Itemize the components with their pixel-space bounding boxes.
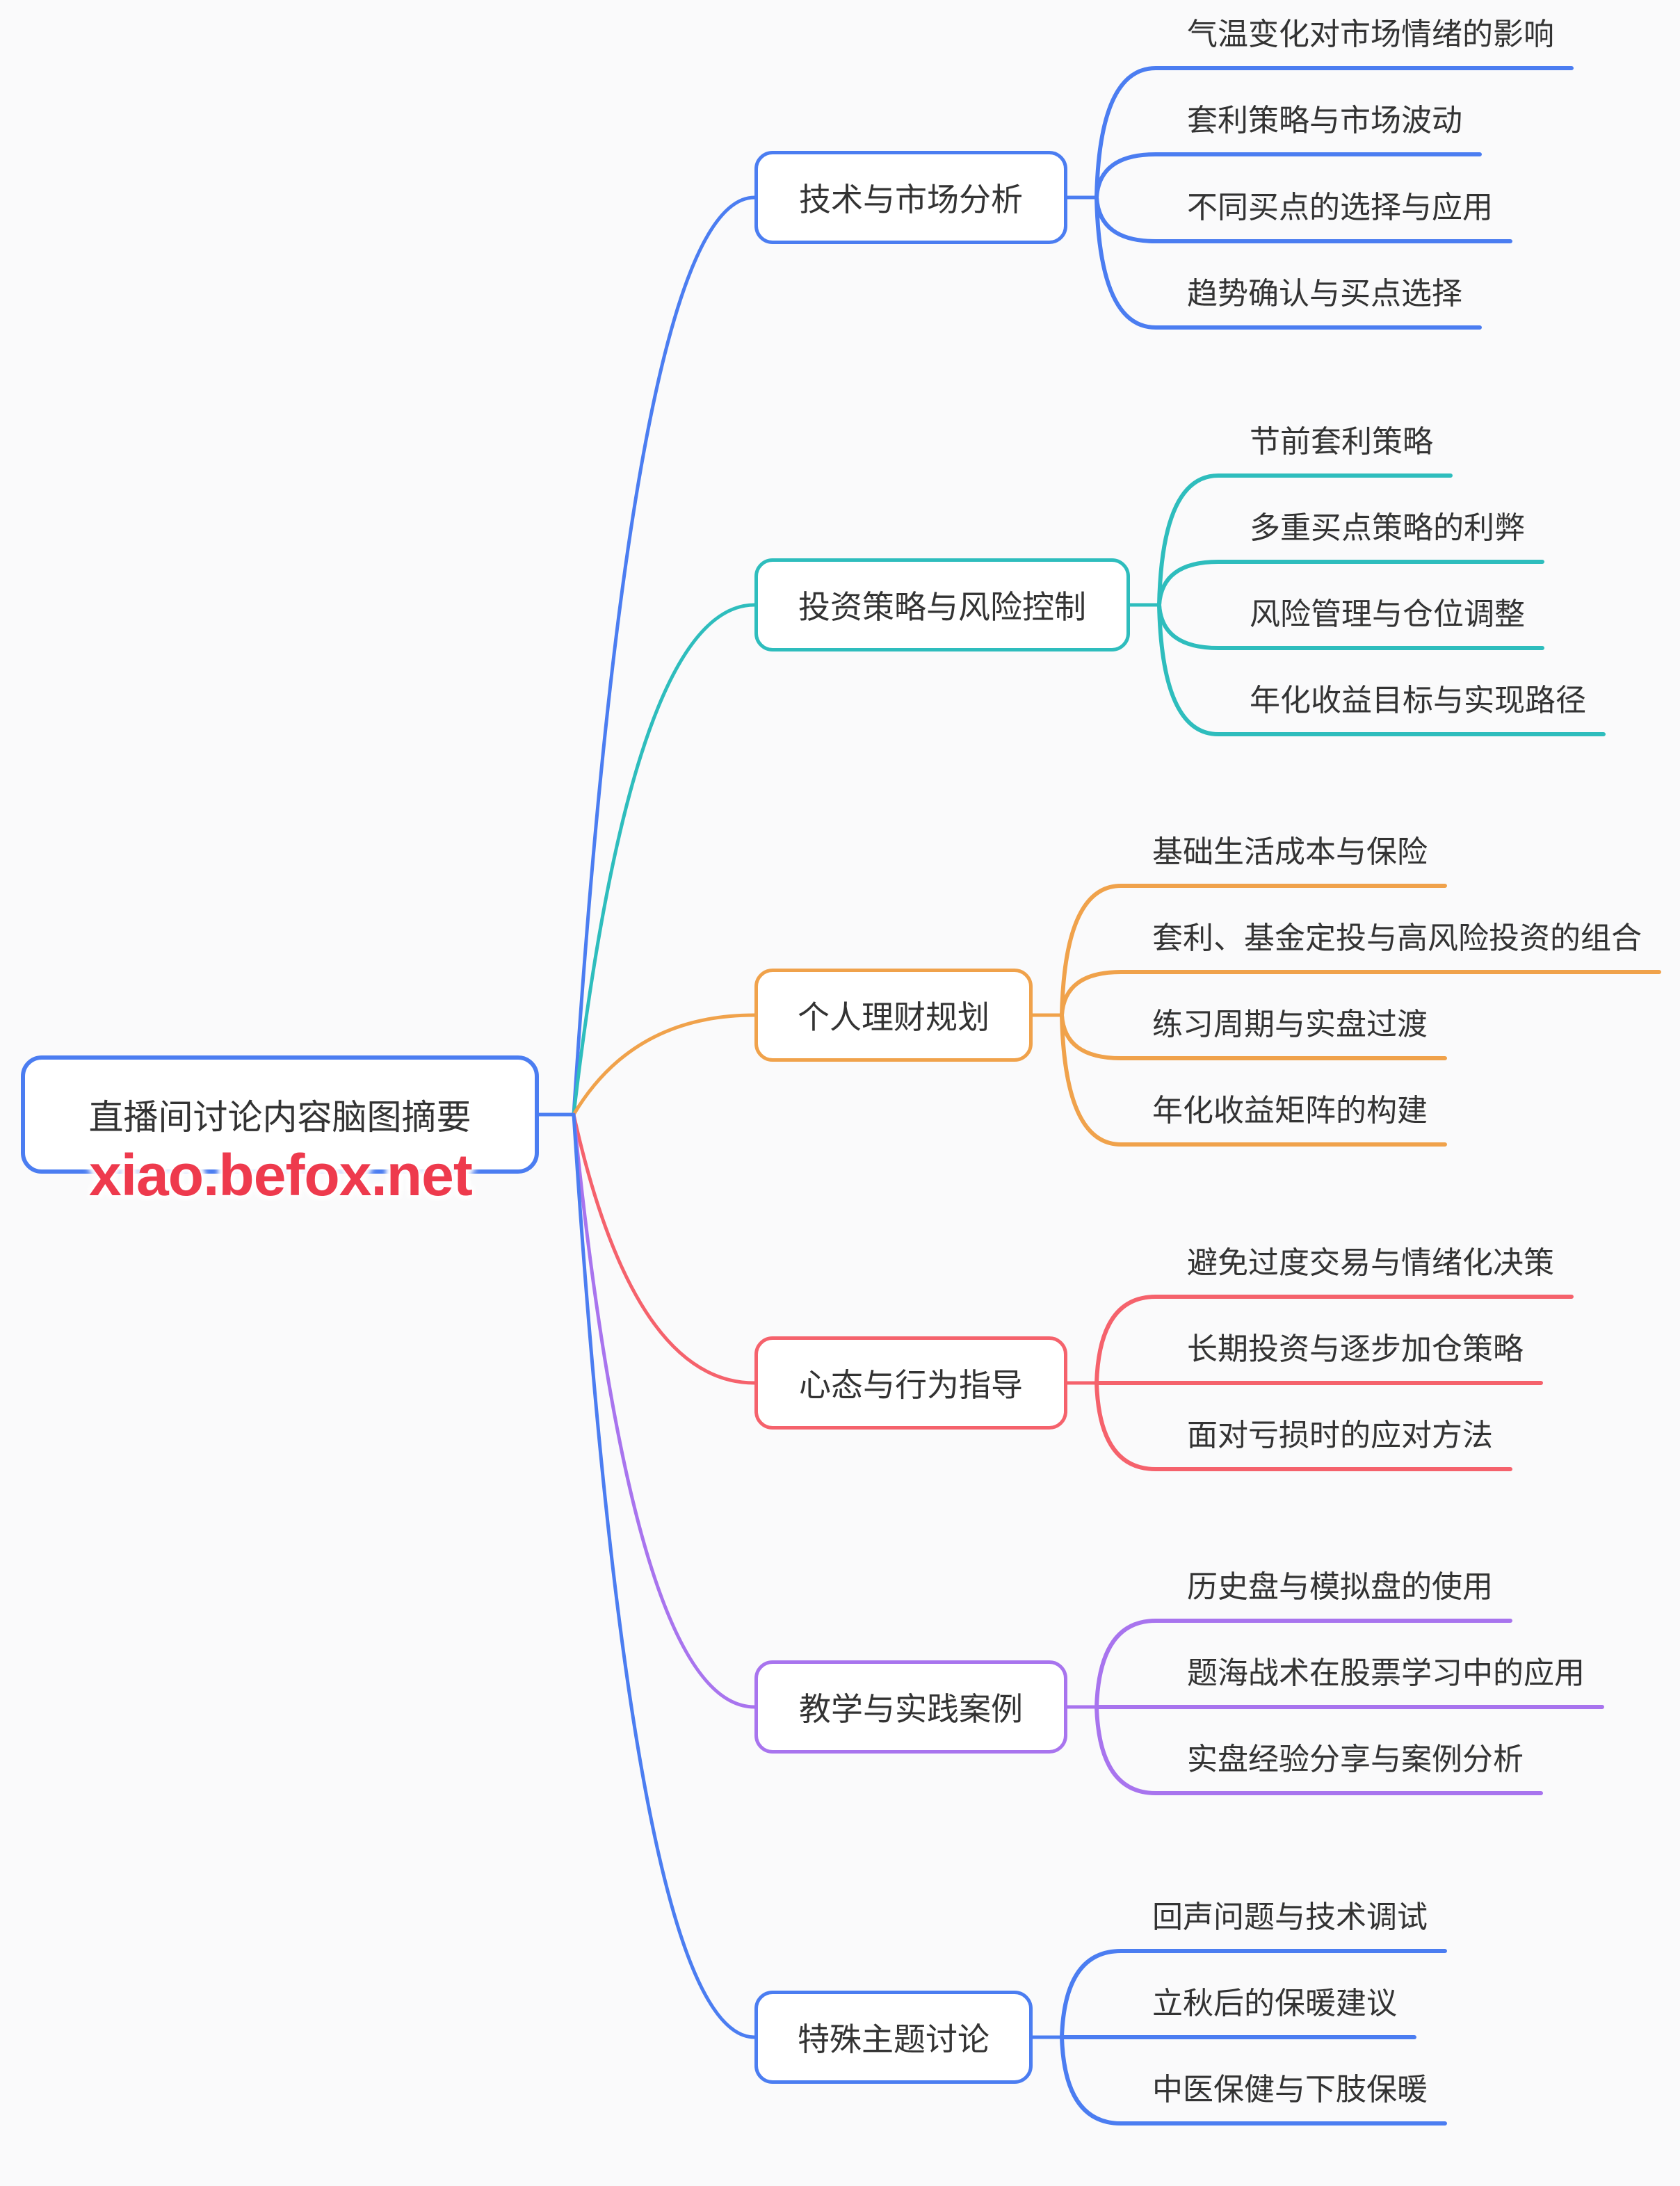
leaf-connector-underline: [1095, 1295, 1574, 1385]
branch-node-tech-market[interactable]: 技术与市场分析: [754, 151, 1067, 244]
leaf-node[interactable]: 年化收益目标与实现路径: [1250, 683, 1586, 718]
branch-node-special-topics[interactable]: 特殊主题讨论: [754, 1991, 1033, 2084]
leaf-connector-underline: [1095, 1381, 1512, 1471]
leaf-connector-underline: [1060, 970, 1661, 1017]
branch-label: 投资策略与风险控制: [798, 589, 1086, 625]
leaf-node[interactable]: 基础生活成本与保险: [1152, 835, 1428, 869]
branch-node-mindset[interactable]: 心态与行为指导: [754, 1336, 1067, 1430]
leaf-connector-underline: [1095, 152, 1482, 200]
leaf-connector-underline: [1095, 1705, 1543, 1795]
leaf-connector-underline: [1157, 603, 1606, 736]
root-branch-connector: [535, 1112, 757, 1709]
leaf-node[interactable]: 回声问题与技术调试: [1152, 1900, 1428, 1934]
leaf-node[interactable]: 避免过度交易与情绪化决策: [1187, 1246, 1554, 1280]
leaf-node[interactable]: 趋势确认与买点选择: [1187, 277, 1462, 311]
leaf-node[interactable]: 气温变化对市场情绪的影响: [1187, 17, 1554, 51]
root-label: 直播间讨论内容脑图摘要: [88, 1098, 471, 1137]
branch-label: 教学与实践案例: [799, 1691, 1023, 1727]
leaf-connector-underline: [1095, 1619, 1512, 1709]
branch-node-strategy-risk[interactable]: 投资策略与风险控制: [754, 558, 1130, 651]
leaf-connector-underline: [1060, 2035, 1447, 2126]
root-branch-connector: [535, 1112, 757, 1385]
root-node[interactable]: 直播间讨论内容脑图摘要: [21, 1055, 539, 1174]
branch-node-personal-finance[interactable]: 个人理财规划: [754, 969, 1033, 1062]
leaf-connector-underline: [1157, 473, 1453, 607]
root-branch-connector: [535, 195, 757, 1117]
leaf-node[interactable]: 立秋后的保暖建议: [1152, 1986, 1397, 2021]
leaf-node[interactable]: 套利、基金定投与高风险投资的组合: [1152, 921, 1642, 955]
root-branch-connector: [535, 1013, 757, 1117]
leaf-connector-underline: [1095, 66, 1574, 200]
leaf-connector-underline: [1060, 1013, 1447, 1147]
root-branch-connector: [535, 1112, 757, 2039]
branch-node-teaching[interactable]: 教学与实践案例: [754, 1660, 1067, 1754]
leaf-node[interactable]: 套利策略与市场波动: [1187, 104, 1462, 138]
leaf-node[interactable]: 练习周期与实盘过渡: [1152, 1007, 1428, 1042]
branch-label: 个人理财规划: [798, 999, 990, 1035]
leaf-node[interactable]: 中医保健与下肢保暖: [1152, 2073, 1428, 2107]
leaf-node[interactable]: 长期投资与逐步加仓策略: [1187, 1332, 1524, 1366]
root-branch-connector: [535, 603, 757, 1117]
leaf-connector-underline: [1095, 195, 1482, 330]
leaf-node[interactable]: 年化收益矩阵的构建: [1152, 1094, 1428, 1128]
leaf-node[interactable]: 风险管理与仓位调整: [1250, 597, 1525, 631]
watermark-text: xiao.befox.net: [89, 1142, 473, 1208]
leaf-node[interactable]: 历史盘与模拟盘的使用: [1187, 1570, 1493, 1604]
leaf-connector-underline: [1157, 560, 1544, 607]
branch-label: 心态与行为指导: [799, 1367, 1023, 1403]
branch-label: 特殊主题讨论: [798, 2021, 990, 2057]
leaf-node[interactable]: 题海战术在股票学习中的应用: [1187, 1656, 1585, 1690]
leaf-node[interactable]: 面对亏损时的应对方法: [1187, 1418, 1493, 1452]
branch-label: 技术与市场分析: [799, 181, 1023, 218]
leaf-node[interactable]: 实盘经验分享与案例分析: [1187, 1742, 1524, 1776]
leaf-node[interactable]: 不同买点的选择与应用: [1187, 191, 1493, 225]
leaf-connector-underline: [1060, 884, 1447, 1017]
leaf-node[interactable]: 多重买点策略的利弊: [1250, 511, 1525, 545]
leaf-node[interactable]: 节前套利策略: [1250, 425, 1433, 459]
leaf-connector-underline: [1060, 1949, 1447, 2039]
